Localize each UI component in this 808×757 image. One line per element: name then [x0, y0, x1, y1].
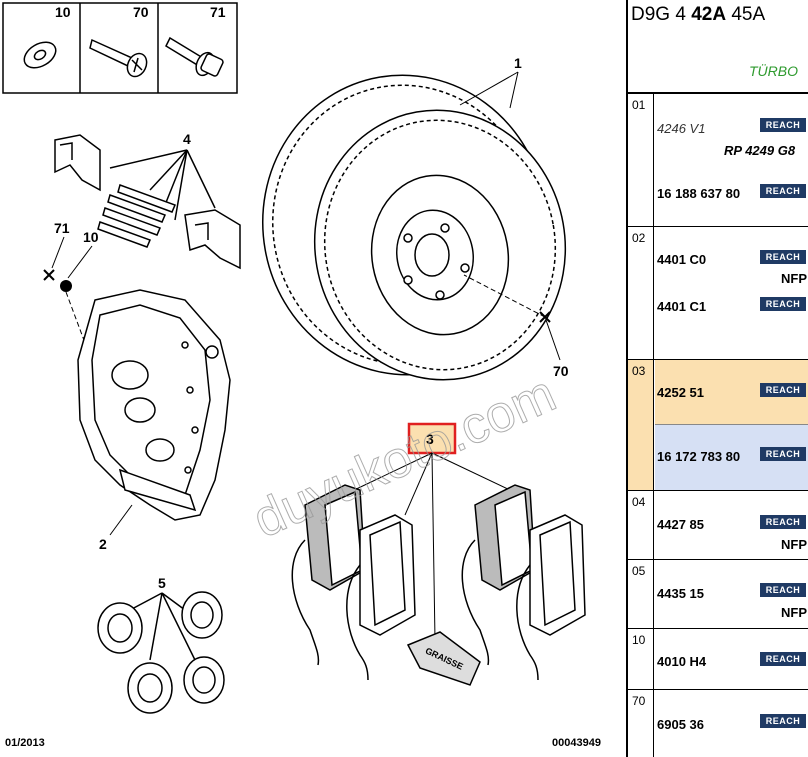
clip-pin-kit — [54, 134, 241, 270]
engine-code-suffix: 45A — [731, 4, 766, 25]
reach-badge: REACH — [760, 383, 806, 397]
callout-2: 2 — [99, 536, 107, 552]
callout-71: 71 — [54, 220, 70, 236]
engine-code-selected: 42A — [691, 4, 727, 25]
engine-codes: D9G 4 42A 45A — [631, 4, 765, 26]
row-number: 01 — [628, 94, 654, 226]
reach-badge: REACH — [760, 184, 806, 198]
callout-4: 4 — [183, 131, 191, 147]
engine-code-prefix: D9G 4 — [631, 4, 686, 25]
brake-caliper — [77, 289, 231, 521]
nfp-label: NFP — [781, 605, 807, 620]
callout-70-table: 70 — [133, 4, 149, 20]
washer-10-marker — [60, 280, 72, 292]
part-number: 4435 15 — [657, 586, 704, 601]
washer-icon — [23, 41, 57, 69]
callout-10: 10 — [83, 229, 99, 245]
reach-badge: REACH — [760, 447, 806, 461]
part-number: 4401 C0 — [657, 252, 707, 267]
pad-callout-box — [407, 422, 457, 455]
reach-badge: REACH — [760, 714, 806, 728]
grease-sachet — [406, 631, 481, 686]
callout-71-table: 71 — [210, 4, 226, 20]
parts-row-04[interactable]: 04 4427 85 REACH NFP — [628, 491, 808, 560]
parts-row-10[interactable]: 10 4010 H4 REACH — [628, 629, 808, 690]
row-number: 05 — [628, 560, 654, 628]
small-parts-table — [2, 2, 238, 94]
diagram-reference: 00043949 — [552, 737, 601, 749]
bolt-71-marker — [43, 269, 55, 281]
engine-variant: TÜRBO — [749, 63, 798, 79]
part-number: 4246 V1 — [657, 121, 706, 136]
parts-row-01[interactable]: 01 4246 V1 REACH RP 4249 G8 16 188 637 8… — [628, 94, 808, 227]
reach-badge: REACH — [760, 297, 806, 311]
brake-pad-set-left — [291, 484, 416, 681]
nfp-label: NFP — [781, 271, 807, 286]
callout-5: 5 — [158, 575, 166, 591]
row-number: 04 — [628, 491, 654, 559]
part-number-rp: RP 4249 G8 — [724, 143, 796, 158]
callout-70: 70 — [553, 363, 569, 379]
brake-pad-set-right — [461, 484, 586, 681]
flange-bolt-icon — [165, 36, 224, 77]
reach-badge: REACH — [760, 515, 806, 529]
panel-header: D9G 4 42A 45A TÜRBO — [628, 0, 808, 94]
reach-badge: REACH — [760, 583, 806, 597]
part-number: 4401 C1 — [657, 299, 707, 314]
diagram-date: 01/2013 — [5, 737, 45, 749]
callout-3-leaders — [349, 452, 511, 641]
reach-badge: REACH — [760, 652, 806, 666]
row-number: 02 — [628, 227, 654, 359]
part-number: 6905 36 — [657, 717, 704, 732]
reach-badge: REACH — [760, 250, 806, 264]
callout-10-table: 10 — [55, 4, 71, 20]
parts-row-70[interactable]: 70 6905 36 REACH — [628, 690, 808, 757]
countersunk-screw-icon — [89, 38, 148, 78]
part-number: 16 188 637 80 — [657, 186, 741, 201]
brake-disc — [262, 74, 567, 381]
dust-seal-set — [97, 591, 225, 714]
reach-badge: REACH — [760, 118, 806, 132]
parts-row-02[interactable]: 02 4401 C0 REACH NFP 4401 C1 REACH — [628, 227, 808, 360]
row-number: 03 — [628, 360, 654, 490]
parts-row-03[interactable]: 03 4252 51 REACH 16 172 783 80 REACH — [628, 360, 808, 491]
parts-row-05[interactable]: 05 4435 15 REACH NFP — [628, 560, 808, 629]
brake-parts-diagram: 10 70 71 1 70 4 — [2, 2, 586, 714]
part-number: 4010 H4 — [657, 654, 707, 669]
row-number: 10 — [628, 629, 654, 689]
part-number: 4252 51 — [657, 385, 704, 400]
part-number: 4427 85 — [657, 517, 704, 532]
part-number: 16 172 783 80 — [657, 449, 741, 464]
parts-panel: D9G 4 42A 45A TÜRBO 01 4246 V1 REACH RP … — [626, 0, 808, 757]
row-number: 70 — [628, 690, 654, 757]
callout-3: 3 — [426, 431, 434, 447]
nfp-label: NFP — [781, 537, 807, 552]
callout-1: 1 — [514, 55, 522, 71]
